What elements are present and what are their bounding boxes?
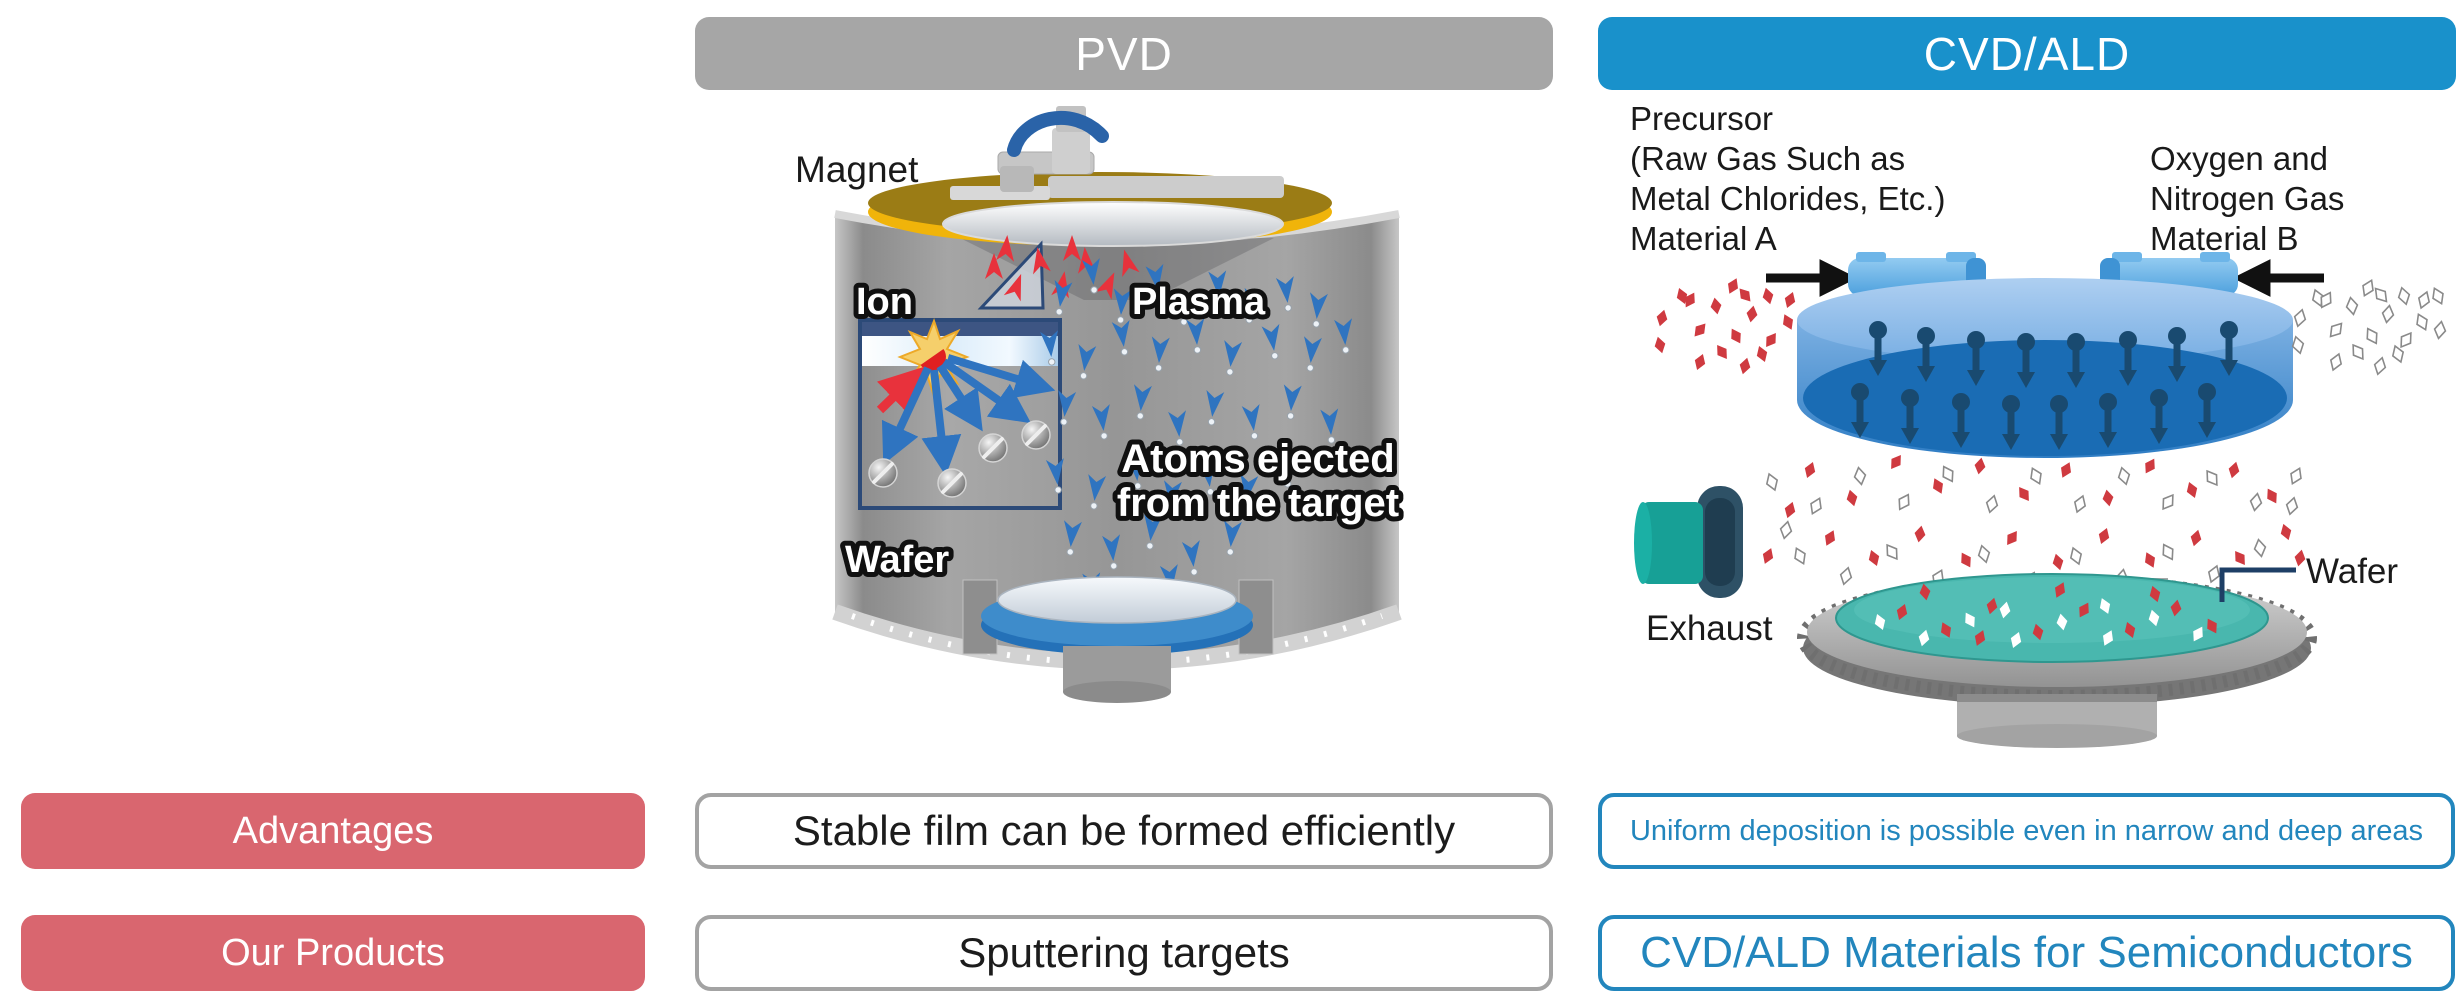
exhaust-label: Exhaust [1646, 609, 1773, 648]
pvd-advantage-box: Stable film can be formed efficiently [695, 793, 1553, 869]
material-b-particles [2289, 277, 2448, 377]
oxygen-nitrogen-label: Oxygen and Nitrogen Gas Material B [2150, 140, 2344, 257]
material-a-particles [1652, 275, 1799, 376]
cvd-ald-header: CVD/ALD [1598, 17, 2456, 90]
pvd-wafer-label: Wafer [845, 539, 949, 581]
atoms-ejected-label-line2: from the target [1117, 481, 1399, 525]
sputter-inset-icon [858, 318, 1062, 510]
advantages-label: Advantages [21, 793, 645, 869]
gas-valve-icon [997, 106, 1109, 192]
showerhead [1797, 278, 2293, 458]
our-products-label: Our Products [21, 915, 645, 991]
precursor-label: Precursor (Raw Gas Such as Metal Chlorid… [1630, 100, 1945, 257]
exhaust-port-icon [1634, 486, 1743, 598]
plasma-label: Plasma [1132, 281, 1266, 323]
cvd-wafer-label: Wafer [2306, 552, 2398, 591]
magnet-ring [868, 172, 1332, 247]
wafer-pointer-line [2219, 567, 2296, 602]
cvd-product-link[interactable]: CVD/ALD Materials for Semiconductors [1598, 915, 2455, 991]
svg-text:Oxygen and: Oxygen and [2150, 140, 2328, 177]
pvd-wafer-stage [962, 576, 1274, 703]
ejected-atom-arrows [881, 354, 1056, 476]
svg-text:Precursor: Precursor [1630, 100, 1773, 137]
cvd-advantage-box: Uniform deposition is possible even in n… [1598, 793, 2455, 869]
ion-label: Ion [856, 281, 913, 323]
svg-text:Material A: Material A [1630, 220, 1777, 257]
atoms-ejected-label-line1: Atoms ejected [1121, 437, 1394, 481]
cvd-ald-illustration: Precursor (Raw Gas Such as Metal Chlorid… [1630, 100, 2448, 748]
pvd-header: PVD [695, 17, 1553, 90]
magnet-label: Magnet [795, 149, 919, 190]
svg-text:Material B: Material B [2150, 220, 2299, 257]
svg-text:(Raw Gas Such as: (Raw Gas Such as [1630, 140, 1905, 177]
svg-text:Metal Chlorides, Etc.): Metal Chlorides, Etc.) [1630, 180, 1945, 217]
cvd-wafer-stage [1797, 573, 2317, 748]
sputter-target [942, 201, 1284, 247]
pvd-chamber-illustration: Magnet Ion Plasma Atoms ejected from the… [795, 106, 1404, 703]
shutter-plate [977, 240, 1045, 310]
process-diagrams: Magnet Ion Plasma Atoms ejected from the… [795, 100, 2448, 748]
pvd-wafer [997, 576, 1237, 624]
pvd-product-box: Sputtering targets [695, 915, 1553, 991]
svg-text:Nitrogen Gas: Nitrogen Gas [2150, 180, 2344, 217]
